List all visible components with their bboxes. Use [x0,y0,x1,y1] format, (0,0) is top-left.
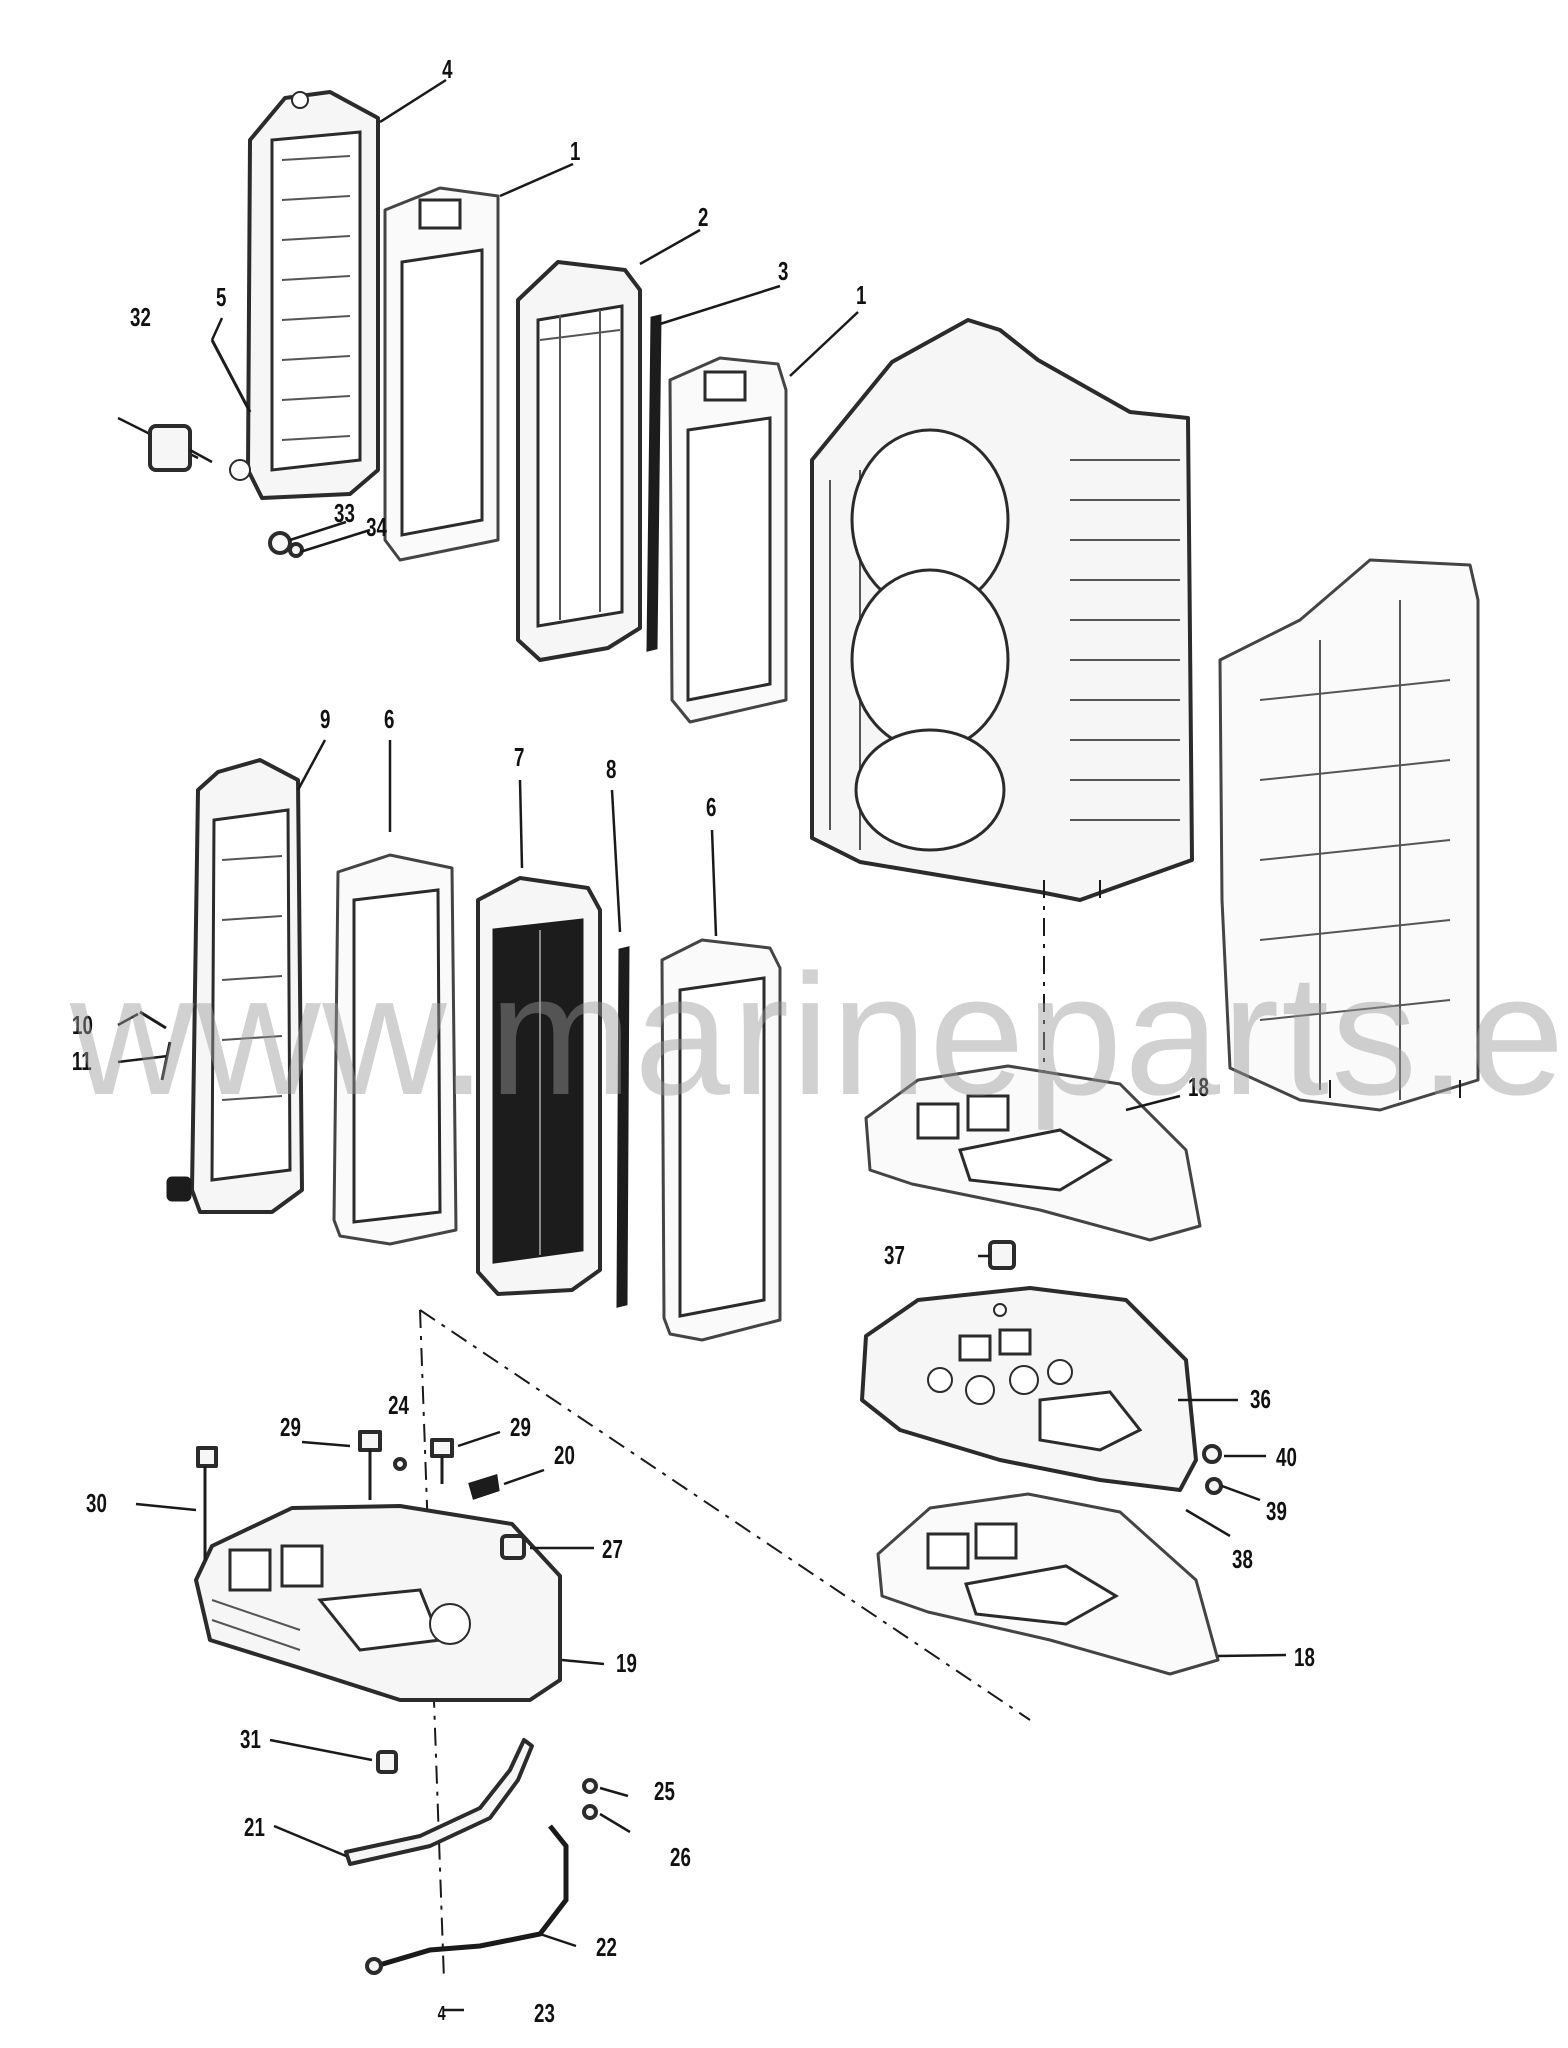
callout-20: 20 [554,1440,575,1470]
leader-lines [117,78,1287,2012]
callout-39: 39 [1266,1496,1287,1526]
callout-38: 38 [1232,1544,1253,1574]
watermark-text: www.marineparts.eu [69,939,1568,1131]
part-33-34-bolt-washer [268,531,304,558]
part-9-exhaust-cover [166,758,304,1214]
callout-24: 24 [388,1390,409,1420]
part-29-bolt-left [358,1430,382,1500]
callout-4: 4 [442,54,453,84]
callout-22: 22 [596,1932,617,1962]
callout-10: 10 [72,1010,93,1040]
callout-34: 34 [366,512,387,542]
callout-27: 27 [602,1534,623,1564]
part-38-39-40-fasteners [1202,1444,1223,1495]
callout-1-upper-right: 1 [856,280,866,310]
callout-19: 19 [616,1648,637,1678]
part-31-nut [376,1750,398,1774]
callout-labels: 4 1 2 3 1 5 32 33 34 9 6 7 8 6 10 11 18 … [72,54,1315,2028]
callout-11: 11 [72,1046,92,1076]
callout-40: 40 [1276,1442,1297,1472]
alignment-line-diagonal [419,1309,1031,1721]
part-20-fitting [468,1474,500,1500]
cylinder-block [810,318,1194,1100]
callout-36: 36 [1250,1384,1271,1414]
part-2-divider-plate [516,260,642,662]
callout-33: 33 [334,498,355,528]
part-1-gasket-upper [383,186,500,562]
part-21-tube [344,1738,534,1866]
part-8-seal-strip [616,946,630,1308]
callout-1-upper-left: 1 [570,136,580,166]
callout-6-right: 6 [706,792,716,822]
callout-29-right: 29 [510,1412,531,1442]
part-27-plug [500,1534,526,1560]
callout-7: 7 [514,742,524,772]
crankcase-housing [1218,558,1480,1112]
alignment-line-vertical [419,1309,445,1981]
part-30-bolt [196,1446,218,1560]
callout-6-left: 6 [384,704,394,734]
part-6-gasket-left [332,853,458,1246]
callout-30: 30 [86,1488,107,1518]
callout-2: 2 [698,202,708,232]
part-4-exhaust-cover [229,90,380,500]
part-29-bolt-right [430,1438,454,1484]
callout-31: 31 [240,1724,261,1754]
callout-8: 8 [606,754,616,784]
callout-29-left: 29 [280,1412,301,1442]
part-5-stud [210,339,252,413]
part-32-mount [117,416,213,472]
callout-32: 32 [130,302,151,332]
part-7-baffle-plate [476,876,602,1296]
callout-18-lower: 18 [1294,1642,1315,1672]
callout-23: 23 [534,1998,555,2028]
part-25-26-fasteners [582,1778,598,1820]
callout-a-marker: 4 [438,2002,446,2025]
part-18-gasket-lower [876,1492,1220,1676]
part-6-gasket-right [660,938,782,1342]
callout-37: 37 [884,1240,905,1270]
callout-21: 21 [244,1812,265,1842]
part-1-gasket-lower [668,356,788,724]
callout-9: 9 [320,704,330,734]
part-24-pin [393,1457,407,1471]
part-19-adaptor-plate [194,1504,562,1702]
callout-3: 3 [778,256,788,286]
callout-18-upper: 18 [1188,1072,1209,1102]
part-37-plug [988,1240,1016,1270]
callout-25: 25 [654,1776,675,1806]
part-3-seal-strip [646,314,662,652]
callout-5: 5 [216,282,226,312]
part-10-11-fasteners [139,1010,172,1081]
callout-26: 26 [670,1842,691,1872]
part-36-plate [860,1286,1198,1492]
part-18-gasket-upper [864,1064,1202,1242]
